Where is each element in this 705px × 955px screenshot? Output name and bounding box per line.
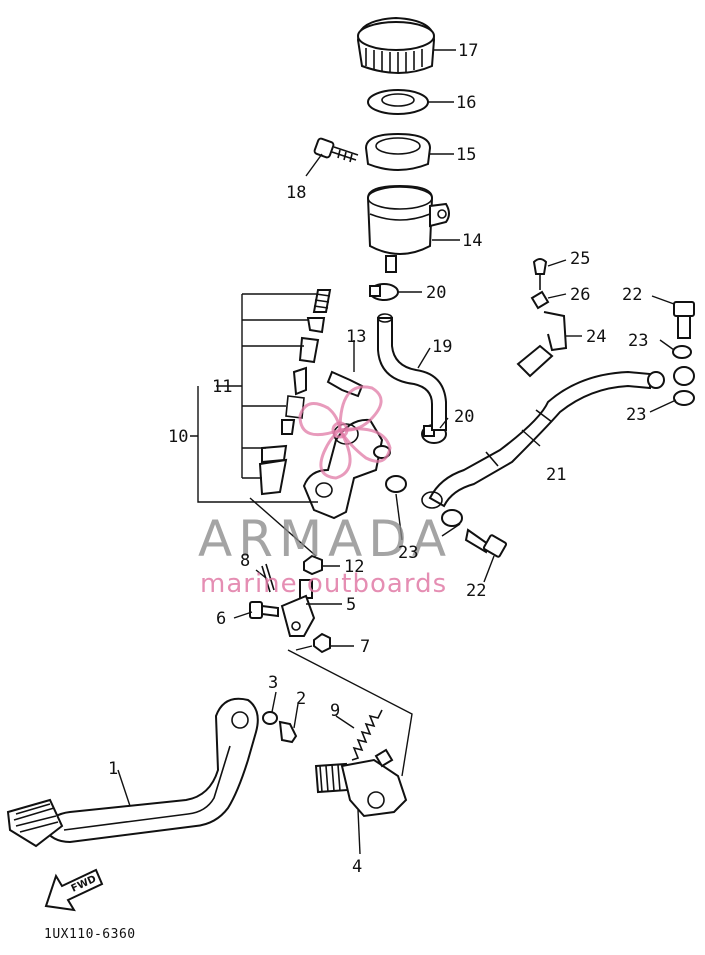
- callout-24: 24: [586, 327, 606, 347]
- callout-17: 17: [458, 41, 478, 61]
- callout-6: 6: [216, 609, 226, 629]
- reservoir-tank-part: [366, 184, 450, 273]
- reservoir-cap-part: [356, 16, 436, 74]
- union-bolt-part: [673, 301, 695, 339]
- reservoir-hose-part: [377, 313, 447, 431]
- reservoir-bolt-part: [313, 137, 359, 163]
- callout-21: 21: [546, 465, 566, 485]
- watermark-logo-icon: [298, 385, 392, 480]
- piston-kit-part: [258, 289, 332, 496]
- callout-15: 15: [456, 145, 476, 165]
- callout-1: 1: [108, 759, 118, 779]
- callout-22-right: 22: [622, 285, 642, 305]
- callout-12: 12: [344, 557, 364, 577]
- callout-14: 14: [462, 231, 482, 251]
- gasket-part: [441, 509, 463, 527]
- callout-25: 25: [570, 249, 590, 269]
- brake-pedal-part: [6, 697, 259, 848]
- leader-lines: [117, 49, 677, 855]
- callout-20-top: 20: [426, 283, 446, 303]
- callout-8: 8: [240, 551, 250, 571]
- callout-23-lower: 23: [626, 405, 646, 425]
- callout-labels: 17 16 15 18 14 20 25 26 22 24 23 23 13 1…: [108, 41, 648, 877]
- nut-part: [313, 632, 331, 654]
- watermark: ARMADA marine outboards: [198, 385, 452, 599]
- callout-23-upper: 23: [628, 331, 648, 351]
- watermark-brand: ARMADA: [198, 510, 452, 568]
- callout-13: 13: [346, 327, 366, 347]
- callout-22-lower: 22: [466, 581, 486, 601]
- callout-2: 2: [296, 689, 306, 709]
- callout-18: 18: [286, 183, 306, 203]
- callout-20-mid: 20: [454, 407, 474, 427]
- fwd-arrow-icon: FWD: [44, 868, 104, 912]
- callout-10: 10: [168, 427, 188, 447]
- gasket-part: [672, 345, 695, 406]
- callout-16: 16: [456, 93, 476, 113]
- hose-clamp-part: [369, 283, 399, 301]
- callout-23-center: 23: [398, 543, 418, 563]
- watermark-tagline: marine outboards: [200, 569, 447, 599]
- callout-11: 11: [212, 377, 232, 397]
- return-spring-part: [351, 709, 383, 761]
- hose-guide-part: [516, 258, 568, 378]
- callout-5: 5: [346, 595, 356, 615]
- master-cylinder-part: [302, 370, 407, 520]
- diaphragm-holder-part: [367, 89, 429, 115]
- union-bolt-part: [464, 528, 508, 558]
- cotter-pin-part: [261, 563, 275, 593]
- diaphragm-part: [364, 132, 432, 171]
- clevis-pin-part: [249, 601, 279, 619]
- pedal-shaft-part: [314, 748, 408, 818]
- clevis-part: [280, 579, 316, 637]
- callout-9: 9: [330, 701, 340, 721]
- kit-bracket-lines: [190, 293, 318, 557]
- callout-26: 26: [570, 285, 590, 305]
- callout-19: 19: [432, 337, 452, 357]
- bolt-part: [278, 720, 298, 744]
- brake-hose-part: [421, 370, 665, 509]
- washer-part: [262, 711, 278, 725]
- locknut-part: [303, 554, 323, 576]
- callout-7: 7: [360, 637, 370, 657]
- callout-3: 3: [268, 673, 278, 693]
- drawing-code: 1UX110-6360: [44, 927, 136, 942]
- callout-4: 4: [352, 857, 362, 877]
